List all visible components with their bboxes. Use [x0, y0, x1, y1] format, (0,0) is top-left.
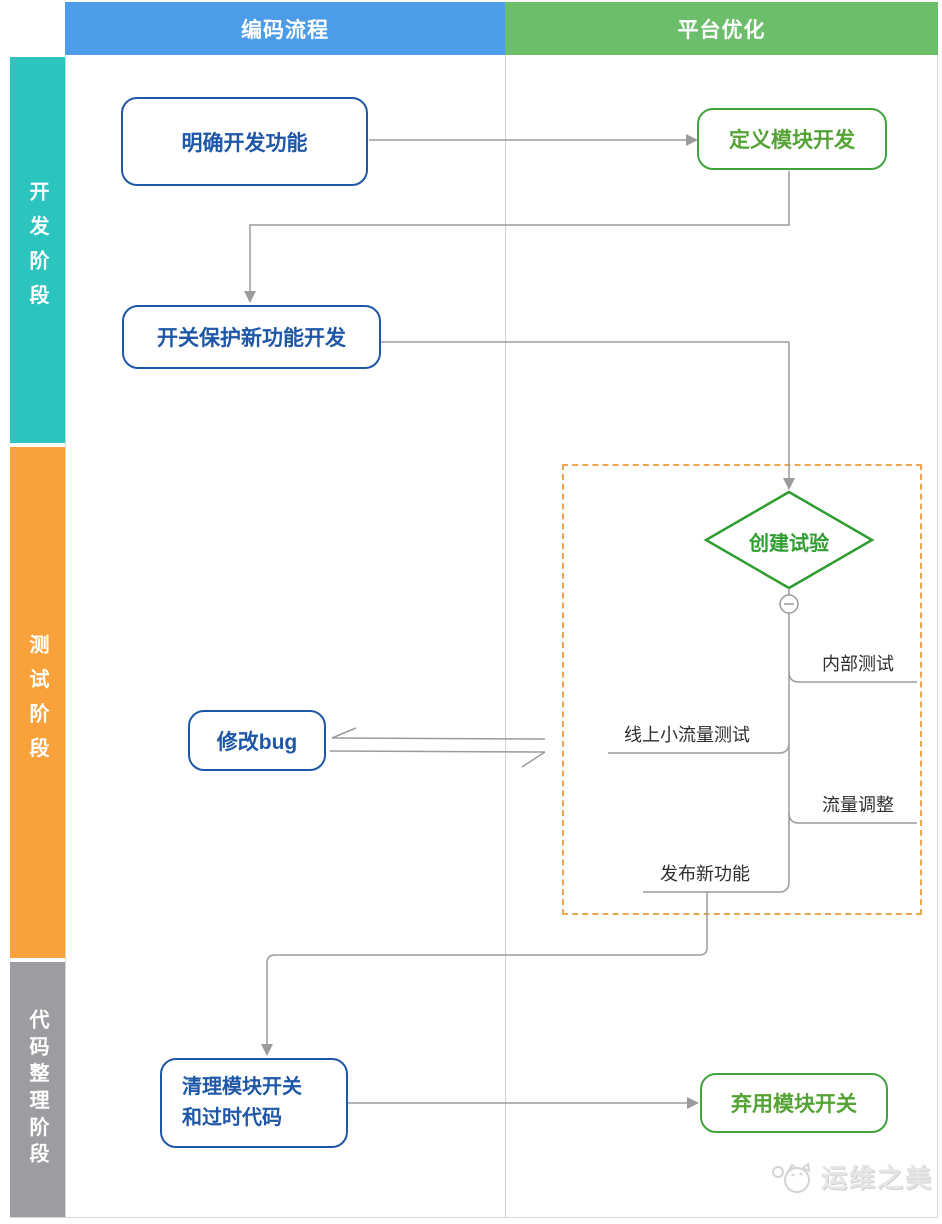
column-header-coding-process: 编码流程: [65, 2, 505, 55]
lane-development-phase: 开发阶段: [10, 57, 65, 443]
column-header-label: 编码流程: [241, 18, 329, 42]
node-label: 开关保护新功能开发: [157, 327, 346, 350]
node-deprecate-module-switch[interactable]: 弃用模块开关: [700, 1073, 888, 1133]
lane-label: 开发阶段: [26, 181, 48, 319]
column-divider-line: [505, 55, 506, 1217]
lane-testing-phase: 测试阶段: [10, 447, 65, 958]
node-label: 修改bug: [216, 730, 298, 754]
watermark-text: 运维之美: [821, 1163, 934, 1193]
lane-code-cleanup-phase: 代码整理阶段: [10, 962, 65, 1217]
branch-small-traffic-test[interactable]: 线上小流量测试: [624, 725, 750, 745]
lane-label: 测试阶段: [26, 633, 48, 772]
decision-diamond-label: 创建试验: [749, 533, 829, 555]
canvas-bottom-border: [10, 1217, 938, 1218]
node-label: 明确开发功能: [181, 131, 308, 155]
node-cleanup-switch-and-code[interactable]: 清理模块开关 和过时代码: [160, 1058, 348, 1148]
watermark-mascot-icon: [772, 1161, 811, 1193]
node-fix-bug[interactable]: 修改bug: [188, 710, 326, 771]
node-define-module-switch[interactable]: 定义模块开发: [697, 108, 887, 170]
lane-label: 代码整理阶段: [26, 1009, 48, 1170]
node-clarify-dev-feature[interactable]: 明确开发功能: [121, 97, 368, 186]
node-switch-protected-dev[interactable]: 开关保护新功能开发: [122, 305, 381, 369]
node-label: 定义模块开发: [729, 129, 855, 152]
branch-traffic-adjust[interactable]: 流量调整: [822, 795, 894, 815]
branch-release-new-feature[interactable]: 发布新功能: [660, 864, 750, 884]
node-label: 弃用模块开关: [731, 1093, 857, 1116]
column-header-label: 平台优化: [677, 18, 766, 42]
branch-internal-test[interactable]: 内部测试: [822, 654, 894, 674]
watermark: 运维之美: [770, 1158, 933, 1195]
column-header-platform-optimization: 平台优化: [505, 2, 938, 55]
